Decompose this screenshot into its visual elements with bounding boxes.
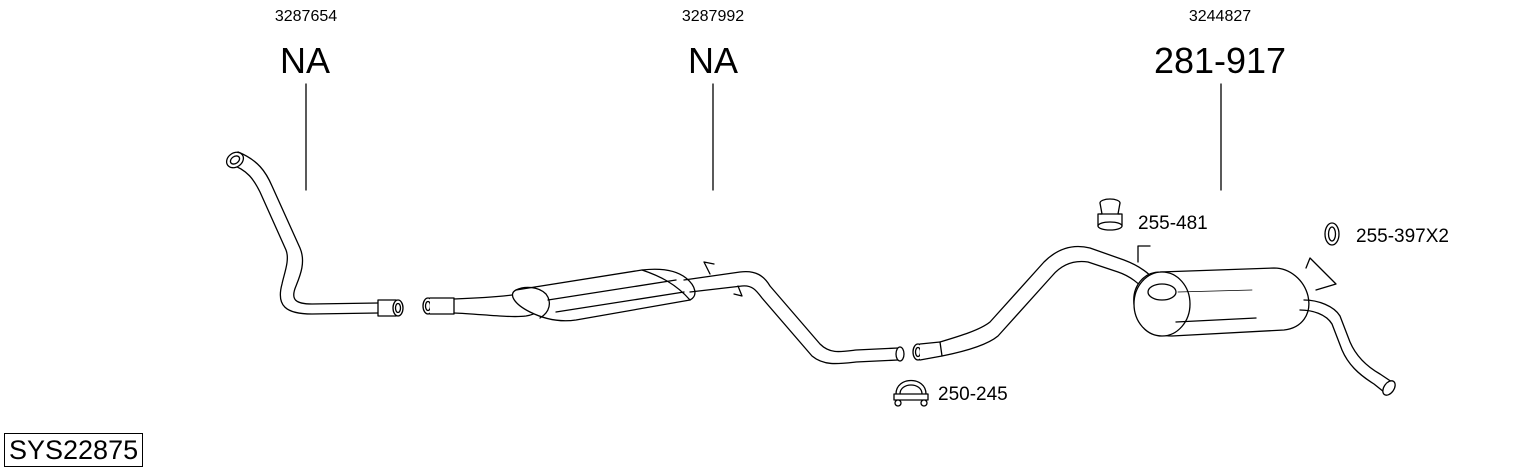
ring-gasket-label: 255-397X2 (1356, 226, 1449, 247)
front-pipe (225, 151, 404, 317)
section-1-ref-number: 3287654 (274, 8, 338, 25)
rubber-mount-label: 255-481 (1138, 213, 1208, 234)
section-2-ref-number: 3287992 (681, 8, 745, 25)
pipe-clamp-icon (893, 380, 929, 407)
center-silencer-pipe (422, 261, 905, 365)
system-code-box: SYS22875 (4, 433, 144, 467)
rubber-mount-icon (1097, 198, 1123, 231)
section-1-part-number: NA (279, 40, 330, 81)
section-3-part-number: 281-917 (1153, 40, 1287, 81)
pipe-clamp-label: 250-245 (938, 384, 1008, 405)
ring-gasket-icon (1324, 222, 1340, 246)
section-3-ref-number: 3244827 (1188, 8, 1252, 25)
section-2-part-number: NA (687, 40, 738, 81)
rear-silencer-pipe (912, 245, 1396, 396)
